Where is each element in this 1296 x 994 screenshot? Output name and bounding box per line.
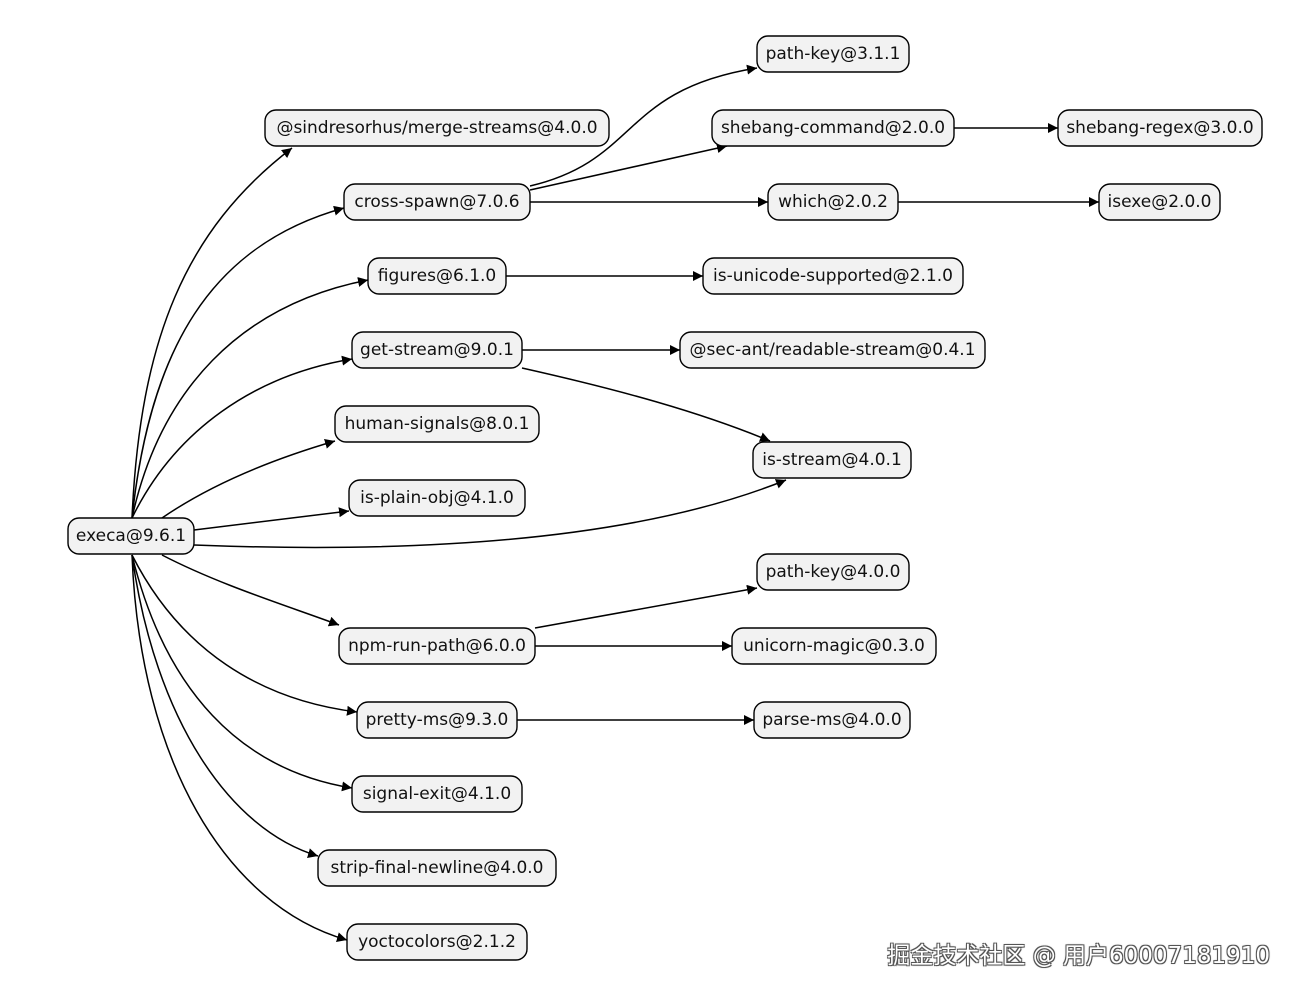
node-is-unicode-supported: is-unicode-supported@2.1.0 xyxy=(702,257,964,295)
node-box xyxy=(1057,109,1263,147)
node-label: shebang-command@2.0.0 xyxy=(721,118,945,138)
nodes: execa@9.6.1 @sindresorhus/merge-streams@4… xyxy=(67,35,1263,961)
node-box xyxy=(334,405,540,443)
edge-npm-run-path-to-path-key-400 xyxy=(534,584,758,629)
node-readable-stream: @sec-ant/readable-stream@0.4.1 xyxy=(679,331,986,369)
node-label: pretty-ms@9.3.0 xyxy=(366,710,509,730)
node-yoctocolors: yoctocolors@2.1.2 xyxy=(346,923,528,961)
node-label: path-key@3.1.1 xyxy=(766,44,901,64)
node-cross-spawn: cross-spawn@7.0.6 xyxy=(343,183,531,221)
node-label: shebang-regex@3.0.0 xyxy=(1066,118,1253,138)
node-label: npm-run-path@6.0.0 xyxy=(348,636,526,656)
edge-execa-to-cross-spawn xyxy=(131,205,345,519)
node-box xyxy=(679,331,986,369)
edge-execa-to-is-plain-obj xyxy=(193,507,350,531)
edge-execa-to-signal-exit xyxy=(131,554,353,792)
edge-get-stream-to-is-stream xyxy=(521,367,771,442)
node-label: figures@6.1.0 xyxy=(378,266,496,286)
node-path-key-400: path-key@4.0.0 xyxy=(756,553,910,591)
node-path-key-311: path-key@3.1.1 xyxy=(756,35,910,73)
node-label: get-stream@9.0.1 xyxy=(360,340,514,360)
node-label: strip-final-newline@4.0.0 xyxy=(331,858,544,878)
node-label: signal-exit@4.1.0 xyxy=(363,784,511,804)
edge-execa-to-merge-streams xyxy=(131,147,293,519)
node-label: @sec-ant/readable-stream@0.4.1 xyxy=(689,340,975,360)
node-merge-streams: @sindresorhus/merge-streams@4.0.0 xyxy=(264,109,610,147)
edge-execa-to-is-stream xyxy=(193,479,787,549)
node-label: path-key@4.0.0 xyxy=(766,562,901,582)
node-box xyxy=(756,35,910,73)
node-parse-ms: parse-ms@4.0.0 xyxy=(753,701,911,739)
node-box xyxy=(356,701,518,739)
node-human-signals: human-signals@8.0.1 xyxy=(334,405,540,443)
node-signal-exit: signal-exit@4.1.0 xyxy=(351,775,523,813)
node-box xyxy=(702,257,964,295)
node-label: @sindresorhus/merge-streams@4.0.0 xyxy=(276,118,597,138)
node-box xyxy=(367,257,507,295)
node-isexe: isexe@2.0.0 xyxy=(1098,183,1221,221)
watermark: 掘金技术社区 @ 用户60007181910 xyxy=(887,943,1270,969)
node-label: parse-ms@4.0.0 xyxy=(762,710,901,730)
edge-execa-to-yoctocolors xyxy=(131,554,348,943)
node-shebang-regex: shebang-regex@3.0.0 xyxy=(1057,109,1263,147)
node-box xyxy=(348,479,526,517)
edge-execa-to-npm-run-path xyxy=(161,554,340,627)
node-box xyxy=(67,517,195,555)
node-pretty-ms: pretty-ms@9.3.0 xyxy=(356,701,518,739)
node-box xyxy=(1098,183,1221,221)
node-box xyxy=(711,109,955,147)
node-label: execa@9.6.1 xyxy=(76,526,186,546)
edge-execa-to-pretty-ms xyxy=(131,554,358,716)
node-box xyxy=(346,923,528,961)
node-box xyxy=(264,109,610,147)
edge-execa-to-get-stream xyxy=(131,355,353,519)
edge-execa-to-strip-final-newline xyxy=(131,554,319,858)
node-box xyxy=(731,627,937,665)
node-label: is-plain-obj@4.1.0 xyxy=(360,488,514,508)
node-label: is-stream@4.0.1 xyxy=(762,450,902,470)
node-label: which@2.0.2 xyxy=(778,192,888,212)
node-which: which@2.0.2 xyxy=(767,183,899,221)
node-box xyxy=(767,183,899,221)
node-label: human-signals@8.0.1 xyxy=(345,414,530,434)
node-npm-run-path: npm-run-path@6.0.0 xyxy=(338,627,536,665)
node-execa: execa@9.6.1 xyxy=(67,517,195,555)
node-is-plain-obj: is-plain-obj@4.1.0 xyxy=(348,479,526,517)
node-label: isexe@2.0.0 xyxy=(1108,192,1212,212)
node-shebang-command: shebang-command@2.0.0 xyxy=(711,109,955,147)
node-box xyxy=(753,701,911,739)
node-label: unicorn-magic@0.3.0 xyxy=(743,636,925,656)
node-figures: figures@6.1.0 xyxy=(367,257,507,295)
edge-execa-to-human-signals xyxy=(161,439,336,519)
node-box xyxy=(756,553,910,591)
node-box xyxy=(338,627,536,665)
node-strip-final-newline: strip-final-newline@4.0.0 xyxy=(317,849,557,887)
node-box xyxy=(317,849,557,887)
node-label: is-unicode-supported@2.1.0 xyxy=(713,266,953,286)
node-is-stream: is-stream@4.0.1 xyxy=(752,441,912,479)
node-label: yoctocolors@2.1.2 xyxy=(358,932,516,952)
edge-execa-to-figures xyxy=(131,277,369,519)
edges xyxy=(131,64,1099,943)
node-box xyxy=(343,183,531,221)
node-box xyxy=(351,775,523,813)
node-box xyxy=(351,331,523,369)
node-box xyxy=(752,441,912,479)
edge-cross-spawn-to-shebang-command xyxy=(529,143,728,191)
node-label: cross-spawn@7.0.6 xyxy=(354,192,519,212)
edge-cross-spawn-to-path-key-311 xyxy=(529,64,758,187)
node-get-stream: get-stream@9.0.1 xyxy=(351,331,523,369)
node-unicorn-magic: unicorn-magic@0.3.0 xyxy=(731,627,937,665)
